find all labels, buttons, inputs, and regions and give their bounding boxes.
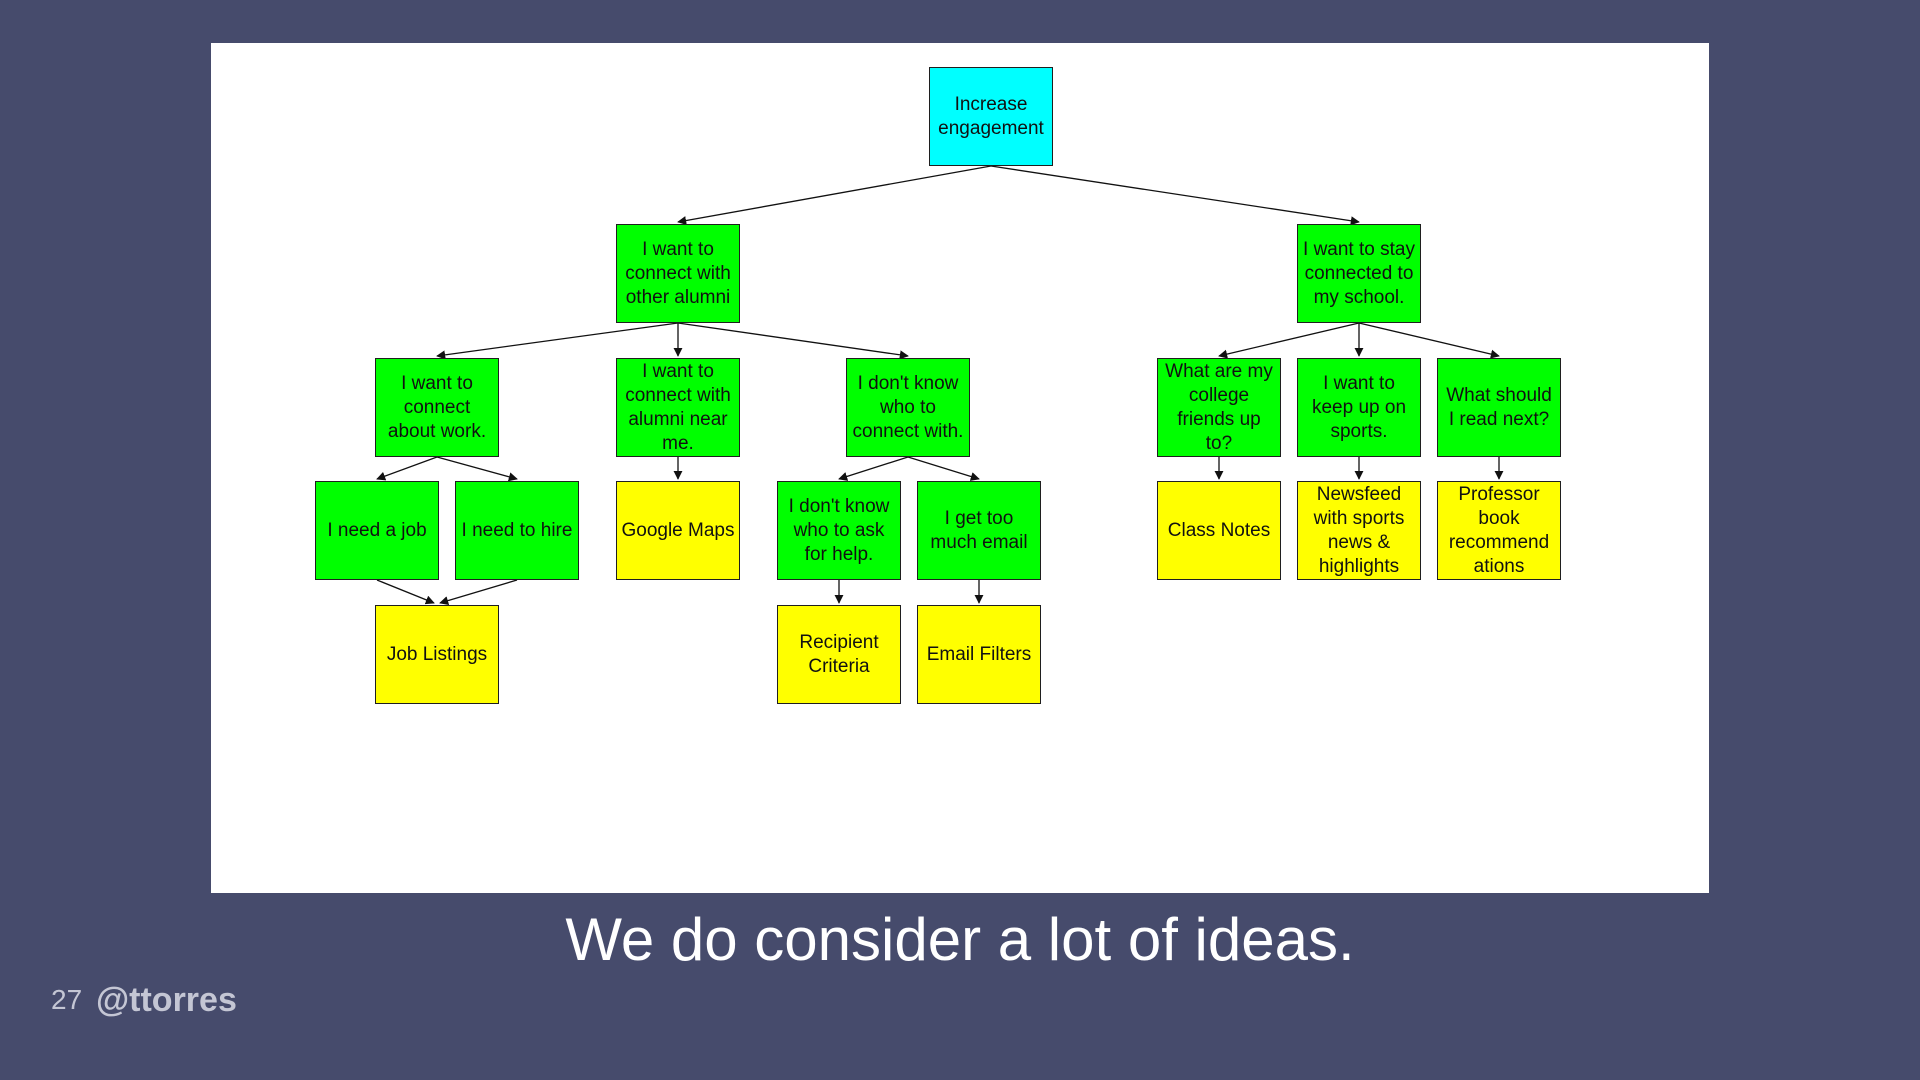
node-read-next: What should I read next? — [1437, 358, 1561, 457]
node-root-outcome: Increase engagement — [929, 67, 1053, 166]
edge-root-school — [990, 165, 1360, 226]
node-professor-book: Professor book recommend ations — [1437, 481, 1561, 580]
edge-dontknow-email — [907, 456, 980, 481]
edge-alumni-work — [436, 322, 679, 360]
node-google-maps: Google Maps — [616, 481, 740, 580]
node-job-listings: Job Listings — [375, 605, 499, 704]
edge-dontknow-ask — [838, 456, 909, 481]
node-class-notes: Class Notes — [1157, 481, 1281, 580]
edge-work-job — [376, 456, 438, 481]
node-too-much-email: I get too much email — [917, 481, 1041, 580]
edge-work-hire — [436, 456, 518, 482]
slide-caption: We do consider a lot of ideas. — [565, 906, 1355, 973]
node-keep-up-sports: I want to keep up on sports. — [1297, 358, 1421, 457]
node-recipient-criteria: Recipient Criteria — [777, 605, 901, 704]
node-connect-about-work: I want to connect about work. — [375, 358, 499, 457]
node-need-job: I need a job — [315, 481, 439, 580]
edge-root-alumni — [677, 165, 992, 226]
node-stay-connected-school: I want to stay connected to my school. — [1297, 224, 1421, 323]
edge-alumni-dontknow — [677, 322, 909, 360]
slide-page-number: 27 — [51, 984, 83, 1015]
node-college-friends: What are my college friends up to? — [1157, 358, 1281, 457]
edge-school-friends — [1218, 322, 1360, 359]
edge-job-joblistings — [376, 579, 435, 605]
node-need-hire: I need to hire — [455, 481, 579, 580]
author-handle: @ttorres — [96, 981, 237, 1019]
diagram-canvas: Increase engagement I want to connect wi… — [211, 43, 1709, 893]
node-email-filters: Email Filters — [917, 605, 1041, 704]
node-newsfeed-sports: Newsfeed with sports news & highlights — [1297, 481, 1421, 580]
diagram-edges — [376, 165, 1504, 606]
edge-hire-joblistings — [439, 579, 518, 606]
node-connect-alumni-near: I want to connect with alumni near me. — [616, 358, 740, 457]
edge-school-read — [1358, 322, 1500, 359]
node-connect-other-alumni: I want to connect with other alumni — [616, 224, 740, 323]
node-who-to-ask: I don't know who to ask for help. — [777, 481, 901, 580]
node-dont-know-who-connect: I don't know who to connect with. — [846, 358, 970, 457]
